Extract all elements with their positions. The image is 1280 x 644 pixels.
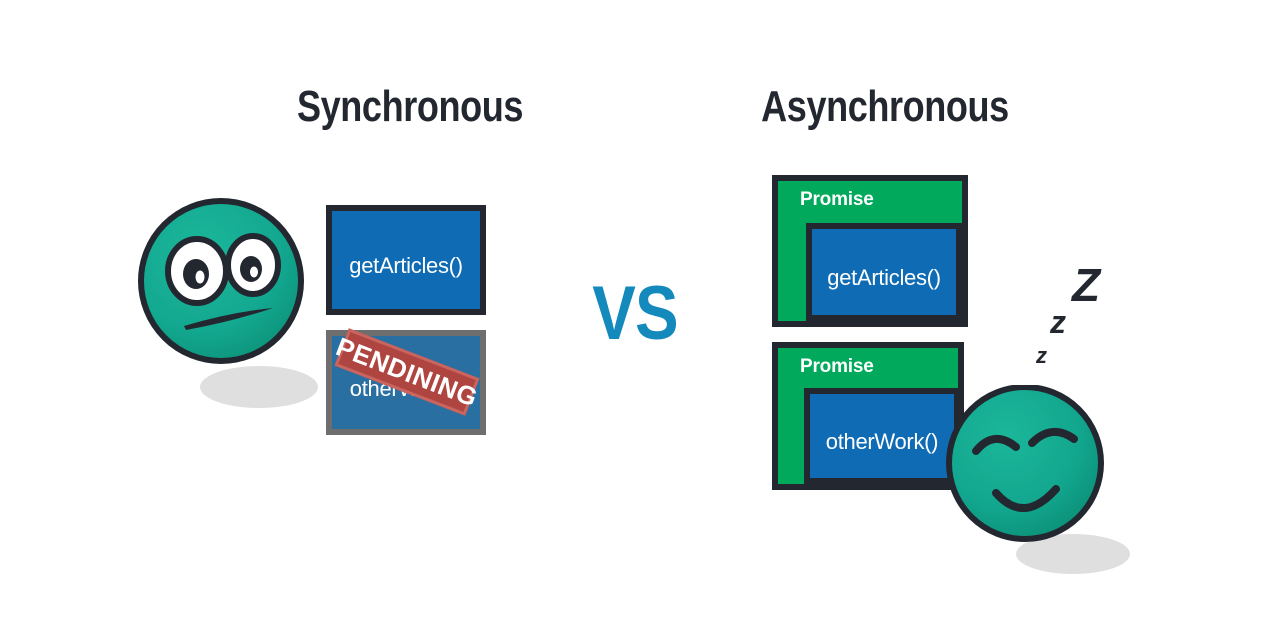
sleep-mark-large: Z (1072, 259, 1101, 311)
page-title-asynchronous: Asynchronous (761, 82, 1009, 131)
sync-code-box-getarticles-label: getArticles() (349, 253, 463, 278)
sync-code-box-getarticles[interactable]: getArticles() (326, 205, 486, 315)
waiting-face-shadow (200, 366, 318, 408)
sleeping-face (940, 384, 1120, 565)
waiting-face-icon (138, 198, 304, 364)
promise-inner-label-getarticles: getArticles() (827, 265, 941, 290)
sleep-mark-medium: z (1050, 304, 1066, 340)
sleep-mark-small: z (1036, 343, 1047, 368)
promise-wrapper-otherwork[interactable]: Promise otherWork() (772, 342, 964, 490)
page-title-synchronous: Synchronous (296, 82, 524, 131)
promise-inner-box-getarticles[interactable]: getArticles() (806, 223, 962, 321)
promise-wrapper-label-1: Promise (800, 189, 874, 210)
sleeping-face-icon (946, 384, 1104, 542)
promise-wrapper-label-2: Promise (800, 356, 874, 377)
promise-wrapper-getarticles[interactable]: Promise getArticles() (772, 175, 968, 327)
promise-inner-label-otherwork: otherWork() (825, 429, 939, 454)
waiting-face (136, 196, 316, 386)
vs-label: VS (592, 271, 678, 356)
promise-inner-box-otherwork[interactable]: otherWork() (804, 388, 960, 484)
